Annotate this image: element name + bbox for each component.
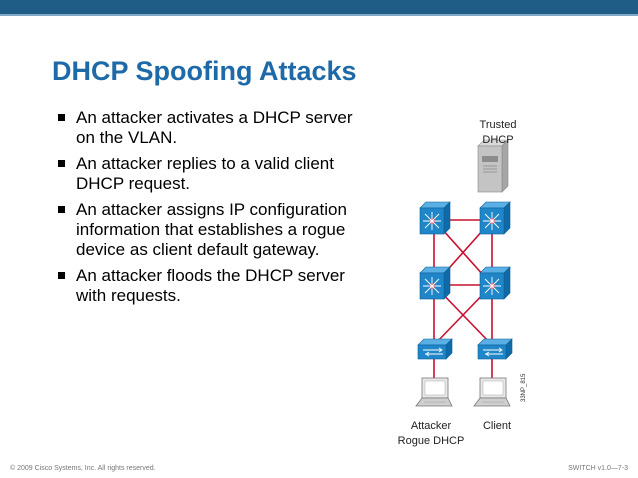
trusted-dhcp-label: Trusted DHCP [470, 118, 526, 148]
bullet-square-icon [58, 272, 65, 279]
attacker-laptop-icon [415, 377, 453, 407]
slide-title: DHCP Spoofing Attacks [52, 56, 357, 86]
top-banner [0, 0, 638, 14]
bullet-item: An attacker assigns IP configuration inf… [58, 200, 358, 260]
bullet-square-icon [58, 206, 65, 213]
multilayer-switch-icon [479, 266, 511, 300]
bullet-text: An attacker floods the DHCP server with … [76, 266, 345, 305]
footer-course-page: SWITCH v1.0—7-3 [568, 465, 628, 472]
client-label: Client [482, 420, 512, 432]
multilayer-switch-icon [479, 201, 511, 235]
access-switch-icon [477, 338, 513, 360]
network-diagram [415, 139, 513, 407]
multilayer-switch-icon [419, 266, 451, 300]
top-banner-rule [0, 14, 638, 16]
bullet-list: An attacker activates a DHCP server on t… [58, 108, 358, 312]
attacker-label-line1: Attacker [410, 420, 452, 432]
attacker-label: Attacker Rogue DHCP [396, 419, 466, 449]
bullet-item: An attacker activates a DHCP server on t… [58, 108, 358, 148]
attacker-label-line2: Rogue DHCP [397, 435, 465, 447]
footer-copyright: © 2009 Cisco Systems, Inc. All rights re… [10, 465, 156, 472]
bullet-text: An attacker activates a DHCP server on t… [76, 108, 353, 147]
bullet-item: An attacker replies to a valid client DH… [58, 154, 358, 194]
trusted-label-line2: DHCP [482, 134, 514, 146]
access-switch-icon [417, 338, 453, 360]
bullet-text: An attacker assigns IP configuration inf… [76, 200, 347, 259]
bullet-square-icon [58, 160, 65, 167]
multilayer-switch-icon [419, 201, 451, 235]
server-icon [477, 139, 509, 193]
bullet-item: An attacker floods the DHCP server with … [58, 266, 358, 306]
figure-code: 33NP_815 [521, 373, 527, 402]
bullet-square-icon [58, 114, 65, 121]
trusted-label-line1: Trusted [479, 119, 517, 131]
client-laptop-icon [473, 377, 511, 407]
bullet-text: An attacker replies to a valid client DH… [76, 154, 334, 193]
